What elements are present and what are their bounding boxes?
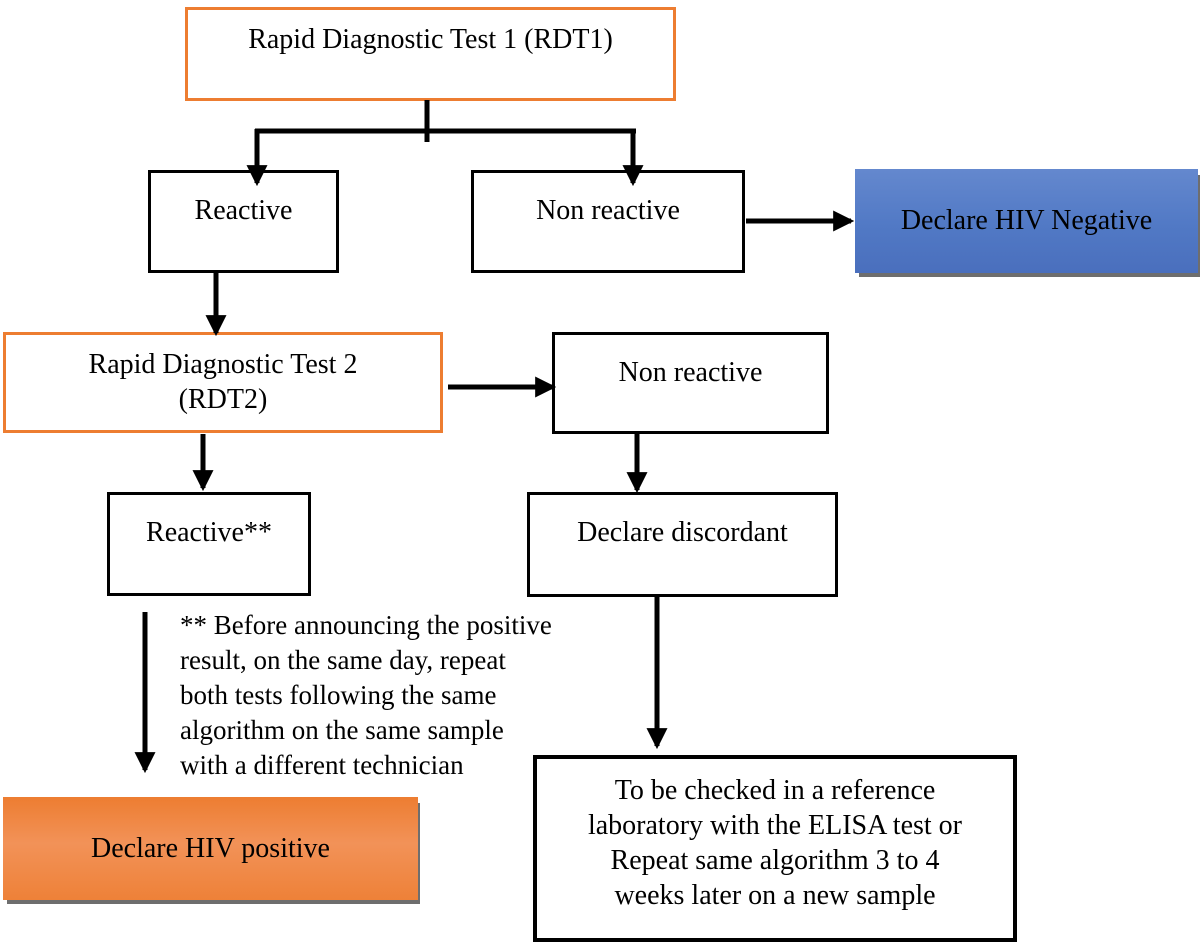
node-declare-hiv-positive: Declare HIV positive bbox=[3, 797, 418, 900]
node-rdt1: Rapid Diagnostic Test 1 (RDT1) bbox=[185, 7, 676, 101]
node-reactive-1: Reactive bbox=[148, 170, 339, 273]
node-declare-hiv-negative: Declare HIV Negative bbox=[855, 169, 1198, 273]
node-reactive-2: Reactive** bbox=[107, 492, 311, 596]
note-repeat-tests: ** Before announcing the positive result… bbox=[180, 610, 552, 780]
node-declare-discordant: Declare discordant bbox=[527, 492, 838, 597]
node-non-reactive-2: Non reactive bbox=[552, 332, 829, 434]
node-rdt2: Rapid Diagnostic Test 2 (RDT2) bbox=[3, 332, 443, 433]
node-reference-lab: To be checked in a reference laboratory … bbox=[533, 755, 1017, 942]
node-non-reactive-1: Non reactive bbox=[471, 170, 745, 273]
